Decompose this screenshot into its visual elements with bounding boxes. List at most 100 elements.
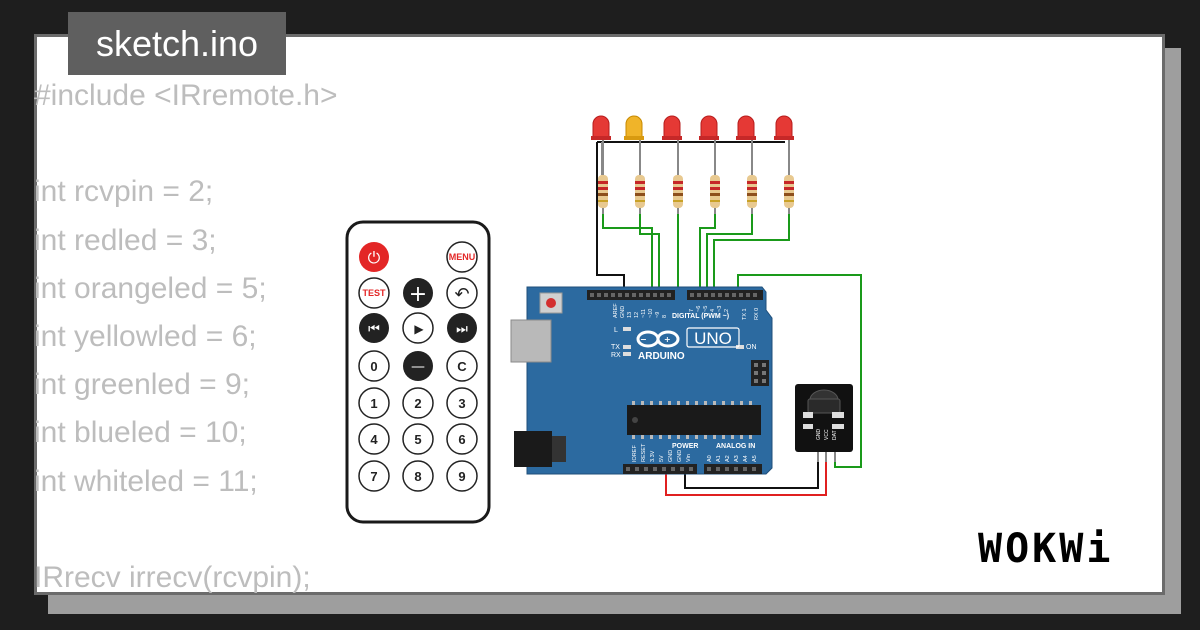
- pin-label: RESET: [641, 443, 647, 462]
- svg-text:2: 2: [414, 396, 421, 411]
- pin-label: ~10: [648, 309, 654, 318]
- svg-text:−: −: [640, 335, 647, 344]
- power-header: [623, 464, 697, 474]
- five-button[interactable]: 5: [402, 423, 434, 455]
- ir-receiver[interactable]: GND VCC DAT: [795, 384, 853, 462]
- resistor[interactable]: [747, 175, 757, 208]
- minus-button[interactable]: —: [403, 351, 433, 381]
- pin-label: A5: [752, 455, 758, 462]
- zero-button[interactable]: 0: [358, 350, 390, 382]
- pin-label: GND: [668, 450, 674, 462]
- resistor[interactable]: [635, 175, 645, 208]
- plus-icon: +: [409, 282, 427, 307]
- led-yellow[interactable]: [662, 115, 682, 140]
- resistor[interactable]: [784, 175, 794, 208]
- svg-text:MENU: MENU: [449, 252, 476, 262]
- wires: [596, 141, 862, 496]
- seven-button[interactable]: 7: [358, 460, 390, 492]
- resistor[interactable]: [598, 175, 608, 208]
- code-line: int redled = 3;: [34, 223, 217, 257]
- resistor[interactable]: [710, 175, 720, 208]
- code-line: #include <IRremote.h>: [34, 79, 338, 112]
- ir-remote[interactable]: ⏻ MENU TEST + ↶ ⏮ ▶ ⏭: [345, 220, 491, 524]
- code-line: int greenled = 9;: [34, 368, 250, 402]
- svg-text:4: 4: [370, 432, 378, 447]
- pin-label: 2: [724, 309, 730, 312]
- pin-label: GND: [677, 450, 683, 462]
- six-button[interactable]: 6: [446, 423, 478, 455]
- led-red[interactable]: [591, 115, 611, 140]
- one-button[interactable]: 1: [358, 387, 390, 419]
- pin-label: 3.3V: [650, 450, 656, 462]
- led-green[interactable]: [699, 115, 719, 140]
- pin-label: ~5: [703, 306, 709, 312]
- pin-label: 8: [662, 315, 668, 318]
- three-button[interactable]: 3: [446, 387, 478, 419]
- atmega-chip: [627, 405, 761, 435]
- led-blue[interactable]: [736, 115, 756, 140]
- svg-text:7: 7: [370, 469, 377, 484]
- pin-label: TX 1: [742, 308, 748, 320]
- prev-button[interactable]: ⏮: [359, 313, 389, 343]
- resistor[interactable]: [673, 175, 683, 208]
- pin-label: A0: [707, 455, 713, 462]
- pin-label: 7: [689, 309, 695, 312]
- analog-header: [704, 464, 762, 474]
- next-button[interactable]: ⏭: [447, 313, 477, 343]
- menu-button[interactable]: MENU: [446, 241, 478, 273]
- pin-label: 12: [634, 312, 640, 318]
- two-button[interactable]: 2: [402, 387, 434, 419]
- test-button[interactable]: TEST: [358, 277, 390, 309]
- svg-text:8: 8: [414, 469, 421, 484]
- pin-label: AREF: [613, 303, 619, 318]
- play-button[interactable]: ▶: [402, 312, 434, 344]
- power-label: POWER: [672, 443, 698, 450]
- pin-label: ~3: [717, 306, 723, 312]
- four-button[interactable]: 4: [358, 423, 390, 455]
- svg-text:1: 1: [370, 396, 377, 411]
- code-editor: #include <IRremote.h> int rcvpin = 2; in…: [34, 72, 338, 602]
- pin-label: 13: [627, 312, 633, 318]
- nine-button[interactable]: 9: [446, 460, 478, 492]
- back-button[interactable]: ↶: [446, 277, 478, 309]
- pin-label: RX 0: [754, 308, 760, 320]
- led-orange[interactable]: [624, 115, 644, 140]
- svg-text:TEST: TEST: [362, 288, 386, 298]
- play-icon: ▶: [414, 322, 424, 336]
- reset-button[interactable]: [539, 292, 563, 314]
- led-label-l: L: [614, 327, 618, 334]
- code-line: int orangeled = 5;: [34, 271, 267, 305]
- led-label-rx: RX: [611, 352, 621, 359]
- power-button[interactable]: ⏻: [359, 242, 389, 272]
- pin-label: ~11: [641, 309, 647, 318]
- svg-text:6: 6: [458, 432, 465, 447]
- code-line: int blueled = 10;: [34, 416, 247, 450]
- icsp-header: [751, 360, 769, 386]
- pin-label: 5V: [659, 455, 665, 462]
- svg-text:3: 3: [458, 396, 465, 411]
- eight-button[interactable]: 8: [402, 460, 434, 492]
- ir-pin-label: VCC: [824, 429, 830, 440]
- code-line: int yellowled = 6;: [34, 319, 257, 353]
- svg-text:9: 9: [458, 469, 465, 484]
- led-white[interactable]: [774, 115, 794, 140]
- plus-button[interactable]: +: [403, 278, 433, 308]
- svg-text:0: 0: [370, 359, 377, 374]
- pin-label: ~9: [655, 312, 661, 318]
- code-line: int whiteled = 11;: [34, 464, 258, 498]
- led-label-on: ON: [746, 344, 757, 351]
- led-row: [591, 115, 794, 175]
- back-icon: ↶: [454, 284, 469, 305]
- svg-text:5: 5: [414, 432, 421, 447]
- arduino-logo-icon: [636, 330, 680, 348]
- minus-icon: —: [411, 359, 425, 375]
- arduino-uno[interactable]: AREF GND 13 12 ~11 ~10 ~9 8 7 ~6 ~5 4 ~3…: [510, 286, 773, 475]
- svg-text:C: C: [457, 359, 467, 374]
- clear-button[interactable]: C: [446, 350, 478, 382]
- power-icon: ⏻: [368, 248, 381, 267]
- pin-label: A1: [716, 455, 722, 462]
- pin-label: IOREF: [632, 445, 638, 462]
- filename-tab[interactable]: sketch.ino: [68, 12, 286, 75]
- brand-label: ARDUINO: [638, 351, 685, 362]
